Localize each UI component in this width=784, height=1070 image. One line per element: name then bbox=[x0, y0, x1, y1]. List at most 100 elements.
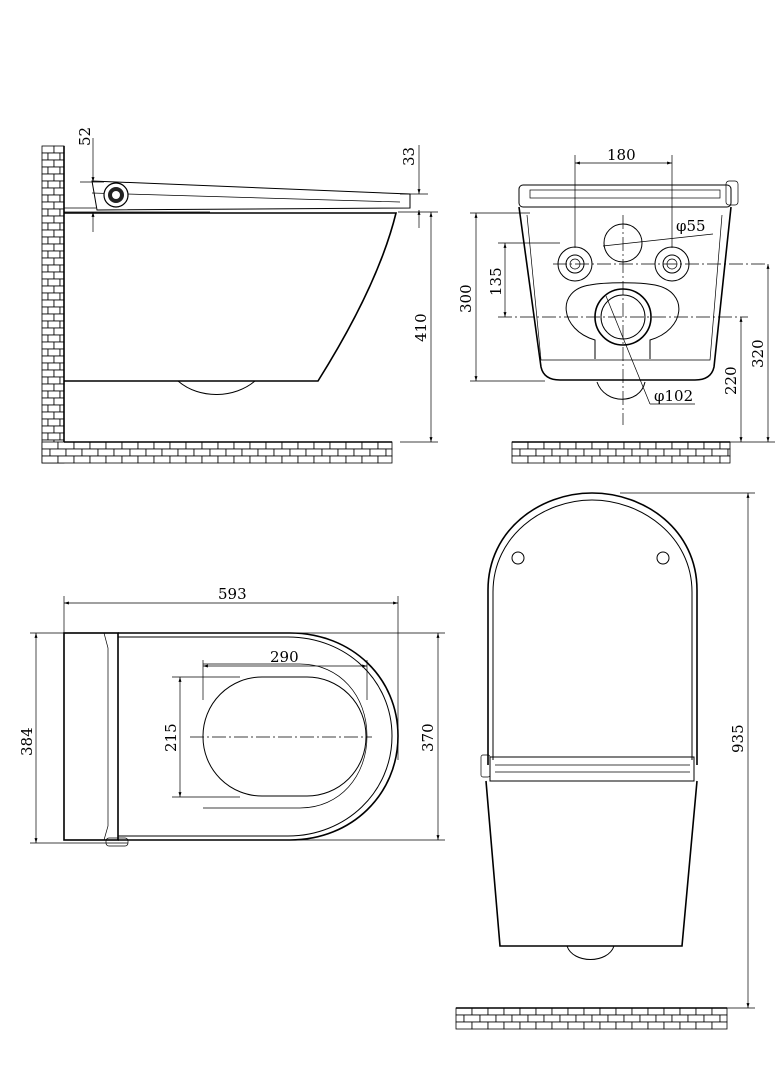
brick bbox=[471, 1021, 489, 1030]
brick bbox=[47, 390, 61, 399]
brick bbox=[53, 173, 65, 182]
brick bbox=[639, 1014, 657, 1023]
lid-front bbox=[487, 492, 698, 765]
brick bbox=[655, 1014, 673, 1023]
brick bbox=[41, 327, 55, 336]
brick bbox=[53, 327, 65, 336]
brick bbox=[41, 455, 59, 464]
brick bbox=[695, 448, 713, 457]
brick bbox=[591, 1014, 609, 1023]
brick bbox=[41, 222, 49, 231]
brick bbox=[599, 1007, 617, 1016]
brick bbox=[511, 455, 529, 464]
brick bbox=[527, 455, 545, 464]
brick bbox=[41, 448, 51, 457]
brick bbox=[249, 441, 267, 450]
brick bbox=[41, 229, 55, 238]
brick bbox=[41, 313, 55, 322]
brick bbox=[41, 369, 55, 378]
brick bbox=[663, 448, 681, 457]
brick bbox=[47, 432, 61, 441]
brick bbox=[273, 448, 291, 457]
brick bbox=[495, 1014, 513, 1023]
brick bbox=[503, 1021, 521, 1030]
brick bbox=[47, 334, 61, 343]
brick bbox=[47, 166, 61, 175]
brick bbox=[607, 1014, 625, 1023]
brick bbox=[305, 448, 323, 457]
brick bbox=[487, 1021, 505, 1030]
brick bbox=[687, 1014, 705, 1023]
brick bbox=[47, 208, 61, 217]
brick bbox=[377, 455, 393, 464]
brick bbox=[519, 1007, 537, 1016]
brick bbox=[265, 441, 283, 450]
brick bbox=[41, 404, 49, 413]
brick bbox=[687, 455, 705, 464]
brick bbox=[727, 448, 731, 457]
brick bbox=[249, 455, 267, 464]
brick bbox=[47, 222, 61, 231]
brick bbox=[47, 348, 61, 357]
brick bbox=[53, 383, 65, 392]
brick bbox=[289, 448, 307, 457]
brick bbox=[543, 1014, 561, 1023]
brick bbox=[41, 320, 49, 329]
brick bbox=[41, 152, 49, 161]
brick bbox=[631, 1007, 649, 1016]
brick bbox=[41, 257, 55, 266]
brick bbox=[647, 448, 665, 457]
wall-bricks-vertical bbox=[41, 145, 65, 464]
brick bbox=[511, 441, 529, 450]
floor-bricks-rear bbox=[511, 441, 731, 464]
brick bbox=[543, 455, 561, 464]
brick bbox=[47, 306, 61, 315]
brick bbox=[455, 1007, 473, 1016]
brick bbox=[575, 1014, 593, 1023]
brick bbox=[607, 441, 625, 450]
brick bbox=[711, 448, 729, 457]
brick bbox=[361, 441, 379, 450]
brick bbox=[583, 1021, 601, 1030]
brick bbox=[463, 1014, 481, 1023]
brick bbox=[57, 455, 75, 464]
brick bbox=[57, 441, 75, 450]
dim-180: 180 bbox=[607, 146, 636, 164]
brick bbox=[345, 455, 363, 464]
brick bbox=[53, 313, 65, 322]
brick bbox=[615, 1007, 633, 1016]
brick bbox=[583, 1007, 601, 1016]
brick bbox=[53, 299, 65, 308]
brick bbox=[687, 441, 705, 450]
brick bbox=[623, 455, 641, 464]
brick bbox=[385, 448, 393, 457]
brick bbox=[241, 448, 259, 457]
brick bbox=[551, 448, 569, 457]
brick bbox=[281, 441, 299, 450]
floor-bricks-side bbox=[41, 441, 393, 464]
brick bbox=[53, 159, 65, 168]
brick bbox=[615, 448, 633, 457]
brick bbox=[41, 411, 55, 420]
brick bbox=[145, 448, 163, 457]
brick bbox=[193, 448, 211, 457]
brick bbox=[41, 145, 55, 154]
dim-384: 384 bbox=[18, 727, 36, 756]
brick bbox=[345, 441, 363, 450]
brick bbox=[527, 1014, 545, 1023]
brick bbox=[551, 1021, 569, 1030]
brick bbox=[185, 455, 203, 464]
brick bbox=[535, 1021, 553, 1030]
brick bbox=[559, 441, 577, 450]
brick bbox=[41, 441, 59, 450]
dim-935: 935 bbox=[729, 724, 747, 753]
brick bbox=[153, 455, 171, 464]
bowl-rear bbox=[518, 206, 732, 381]
dim-215: 215 bbox=[162, 723, 180, 752]
brick bbox=[113, 448, 131, 457]
dim-290: 290 bbox=[270, 648, 299, 666]
brick bbox=[121, 455, 139, 464]
brick bbox=[53, 215, 65, 224]
brick bbox=[607, 455, 625, 464]
